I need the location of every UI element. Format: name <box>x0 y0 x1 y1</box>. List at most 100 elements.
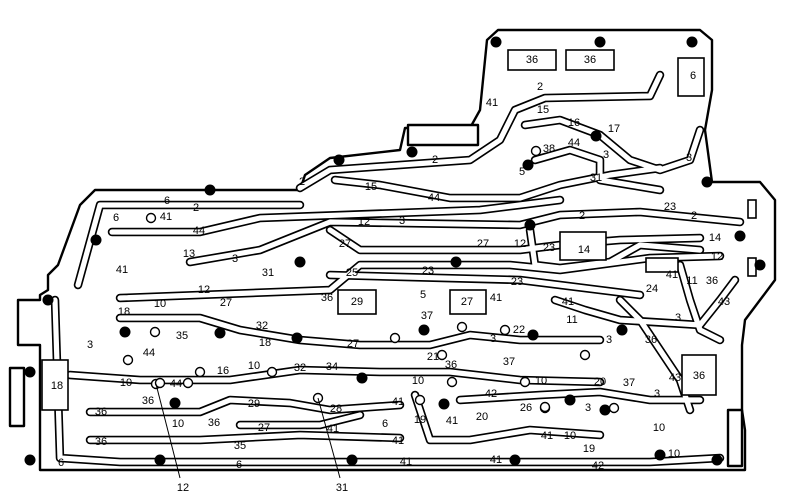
passage-label: 2 <box>579 210 585 222</box>
callout-12-text: 12 <box>177 482 189 493</box>
passage-label: 36 <box>445 359 457 371</box>
passage-label: 3 <box>675 312 681 324</box>
passage-label: 36 <box>208 417 220 429</box>
bolt-hole <box>701 176 713 188</box>
passage-label: 27 <box>461 296 473 308</box>
passage-label: 44 <box>193 225 205 237</box>
passage-label: 3 <box>686 152 692 164</box>
passage-label: 6 <box>164 195 170 207</box>
passage-label: 32 <box>256 320 268 332</box>
passage-label: 41 <box>327 423 339 435</box>
passage-label: 42 <box>485 388 497 400</box>
callout-12: 12 <box>155 383 189 493</box>
check-ball-ring <box>456 321 468 333</box>
passage-label: 17 <box>608 123 620 135</box>
check-ball-ring <box>579 349 591 361</box>
passage-label: 20 <box>594 376 606 388</box>
passage-label: 22 <box>513 324 525 336</box>
passage-label: 3 <box>585 402 591 414</box>
passage-label: 18 <box>51 380 63 392</box>
passage-label: 18 <box>259 337 271 349</box>
bolt-hole <box>524 219 536 231</box>
side-tab-right <box>726 408 744 468</box>
passage-label: 3 <box>399 215 405 227</box>
bolt-hole <box>438 398 450 410</box>
check-ball-ring <box>446 376 458 388</box>
check-ball-ring <box>414 394 426 406</box>
passage-label: 3 <box>603 149 609 161</box>
passage-label: 31 <box>590 172 602 184</box>
passage-label: 27 <box>258 422 270 434</box>
bolt-hole <box>154 454 166 466</box>
bolt-hole <box>24 366 36 378</box>
check-ball-ring <box>519 376 531 388</box>
passage-label: 36 <box>693 370 705 382</box>
passage-label: 12 <box>711 251 723 263</box>
passage-label: 29 <box>351 296 363 308</box>
passage-label: 18 <box>118 306 130 318</box>
passage-label: 23 <box>664 201 676 213</box>
passage-label: 24 <box>646 283 658 295</box>
passage-label: 2 <box>432 154 438 166</box>
bolt-hole <box>734 230 746 242</box>
passage-label: 36 <box>706 275 718 287</box>
bolt-hole <box>450 256 462 268</box>
passage-label: 21 <box>427 351 439 363</box>
passage-label: 28 <box>330 403 342 415</box>
passage-label: 11 <box>566 314 577 326</box>
passage-label: 25 <box>346 267 358 279</box>
passage-label: 3 <box>606 334 612 346</box>
bolt-hole <box>686 36 698 48</box>
passage-label: 6 <box>690 70 696 82</box>
bolt-hole <box>564 394 576 406</box>
bolt-hole <box>418 324 430 336</box>
bolt-hole <box>616 324 628 336</box>
passage-label: 41 <box>490 292 502 304</box>
bolt-hole <box>24 454 36 466</box>
bolt-hole <box>346 454 358 466</box>
bolt-hole <box>590 130 602 142</box>
check-ball-ring <box>266 366 278 378</box>
bolt-hole <box>90 234 102 246</box>
passage-label: 11 <box>686 275 697 287</box>
check-ball-ring <box>389 332 401 344</box>
check-ball-rings <box>122 145 620 414</box>
passage-label: 13 <box>183 248 195 260</box>
bolt-hole <box>711 454 723 466</box>
passage-label: 41 <box>392 396 404 408</box>
passage-label: 5 <box>420 289 426 301</box>
passage-label: 3 <box>232 253 238 265</box>
passage-label: 36 <box>645 334 657 346</box>
passage-label: 32 <box>294 362 306 374</box>
bolt-hole <box>522 159 534 171</box>
callout-31-text: 31 <box>336 482 348 493</box>
passage-label: 36 <box>95 436 107 448</box>
passage-label: 15 <box>537 104 549 116</box>
passage-label: 2 <box>537 81 543 93</box>
passage-label: 37 <box>623 377 635 389</box>
bolt-hole <box>599 404 611 416</box>
passage-label: 44 <box>568 137 580 149</box>
side-tab-left <box>8 366 26 428</box>
check-ball-ring <box>608 402 620 414</box>
passage-label: 10 <box>668 448 680 460</box>
passage-label: 16 <box>568 117 580 129</box>
passage-label: 27 <box>477 238 489 250</box>
bolt-hole <box>333 154 345 166</box>
check-ball-ring <box>145 212 157 224</box>
passage-label: 38 <box>543 143 555 155</box>
bolt-hole <box>654 449 666 461</box>
passage-label: 6 <box>236 459 242 471</box>
passage-label: 34 <box>326 361 338 373</box>
passage-label: 35 <box>234 440 246 452</box>
mounting-bolts <box>24 36 766 466</box>
check-ball-ring <box>499 324 511 336</box>
passage-label: 44 <box>428 192 440 204</box>
check-ball-ring <box>182 377 194 389</box>
bolt-hole <box>754 259 766 271</box>
passage-label: 41 <box>666 269 678 281</box>
passage-label: 36 <box>584 54 596 66</box>
callout-31: 31 <box>317 397 348 493</box>
